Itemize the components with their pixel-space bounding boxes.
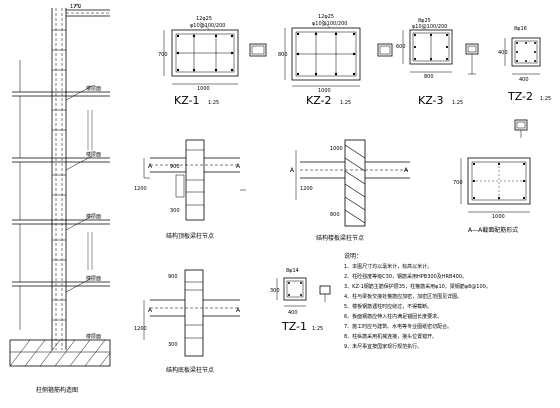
kz3-scale: 1:25 (452, 100, 463, 106)
node1-mark-right: A (236, 163, 241, 170)
kz2-section (284, 19, 361, 87)
column-elevation (9, 3, 111, 367)
kz3-stirrup: φ10@100/200 (412, 24, 447, 30)
kz1-stirrup-detail (249, 43, 267, 57)
kz1-label: KZ-1 (174, 94, 200, 107)
level-label-2: 楼层面 (86, 151, 101, 158)
tz1-height: 300 (270, 288, 280, 294)
kz3-rebar: 8φ25 (418, 18, 431, 24)
node2-dim-3: 800 (330, 212, 340, 218)
note-line-7: 7、施工时应与建筑、水电等专业图纸密切配合。 (344, 323, 452, 330)
node2-detail (295, 139, 410, 227)
aa-width: 1000 (492, 214, 505, 220)
note-line-4: 4、柱与梁板交接处箍筋应加密，加密区范围见详图。 (344, 293, 462, 300)
note-line-9: 9、未尽事宜按国家现行规范执行。 (344, 343, 422, 350)
level-label-5: 楼层面 (86, 333, 101, 340)
tz2-label: TZ-2 (507, 90, 533, 103)
kz2-height: 800 (278, 52, 288, 58)
kz3-label: KZ-3 (418, 94, 444, 107)
kz1-height: 700 (158, 52, 168, 58)
node1-dim-3: 300 (170, 208, 180, 214)
kz2-label: KZ-2 (306, 94, 332, 107)
kz1-width: 1000 (197, 86, 210, 92)
node1-mark-left: A (148, 163, 153, 170)
aa-height: 700 (453, 180, 463, 186)
node3-dim-3: 300 (168, 342, 178, 348)
kz1-rebar: 12φ25 (196, 16, 212, 22)
level-label-1: 楼层面 (86, 85, 101, 92)
node1-detail (143, 139, 246, 221)
level-label-3: 楼层面 (86, 213, 101, 220)
tz2-scale: 1:25 (540, 96, 551, 102)
kz3-width: 800 (424, 74, 434, 80)
node2-mark-right: A (404, 167, 409, 174)
kz3-height: 600 (396, 44, 406, 50)
text-layer: 17.0 柱侧箍筋构造图 楼层面 楼层面 楼层面 楼层面 楼层面 KZ-1 1:… (36, 4, 551, 394)
kz2-stirrup-detail (377, 43, 393, 57)
node2-caption: 结构楼板梁柱节点 (316, 234, 364, 242)
node2-dim-1: 1200 (300, 186, 313, 192)
aa-section (460, 157, 531, 213)
node2-dim-2: 1000 (330, 146, 343, 152)
note-line-3: 3、KZ-1钢筋主筋保护层35，柱箍筋采用φ10，梁钢筋φ8@100。 (344, 283, 491, 290)
tz2-rebar: 8φ16 (514, 26, 527, 32)
tz2-width: 400 (519, 77, 529, 83)
elevation-caption: 柱侧箍筋构造图 (36, 386, 78, 394)
tz2-section (504, 37, 541, 75)
note-line-1: 1、本图尺寸均以毫米计，标高以米计。 (344, 263, 432, 270)
note-line-8: 8、柱纵筋采用机械连接，接头位置错开。 (344, 333, 437, 340)
aa-caption: A—A截面配筋形式 (468, 226, 518, 234)
node3-caption: 结构底板梁柱节点 (166, 366, 214, 374)
node3-mark-right: A (236, 307, 241, 314)
node1-dim-2: 900 (170, 164, 180, 170)
kz3-stirrup-detail (465, 43, 479, 75)
level-label-4: 楼层面 (86, 275, 101, 282)
kz2-width: 1000 (318, 88, 331, 94)
node2-mark-left: A (290, 167, 295, 174)
kz1-section (163, 21, 239, 85)
top-mark-label: 17.0 (70, 4, 81, 10)
node3-mark-left: A (148, 307, 153, 314)
kz1-stirrup: φ10@100/200 (190, 23, 225, 29)
tz2-stirrup-detail (514, 119, 528, 138)
tz1-width: 400 (288, 310, 298, 316)
kz1-scale: 1:25 (208, 100, 219, 106)
notes-title: 说明： (344, 252, 362, 260)
kz2-scale: 1:25 (340, 100, 351, 106)
tz1-section (276, 277, 307, 307)
tz1-stirrup-detail (319, 285, 331, 302)
note-line-5: 5、楼板钢筋遇柱时应绕过，不得截断。 (344, 303, 432, 310)
node3-dim-1: 1200 (134, 326, 147, 332)
tz1-rebar: 8φ14 (286, 268, 299, 274)
kz3-section (402, 29, 453, 73)
node1-caption: 结构顶板梁柱节点 (166, 232, 214, 240)
kz2-stirrup: φ10@100/200 (312, 21, 347, 27)
node3-detail (143, 269, 240, 357)
note-line-2: 2、柱砼强度等级C30，钢筋采用HPB300及HRB400。 (344, 273, 467, 280)
node1-dim-1: 1200 (134, 186, 147, 192)
node3-dim-2: 900 (168, 274, 178, 280)
kz2-rebar: 12φ25 (318, 14, 334, 20)
tz1-label: TZ-1 (281, 320, 307, 333)
tz2-height: 400 (498, 50, 508, 56)
tz1-scale: 1:25 (312, 326, 323, 332)
note-line-6: 6、板面钢筋应伸入柱内满足锚固长度要求。 (344, 313, 442, 320)
